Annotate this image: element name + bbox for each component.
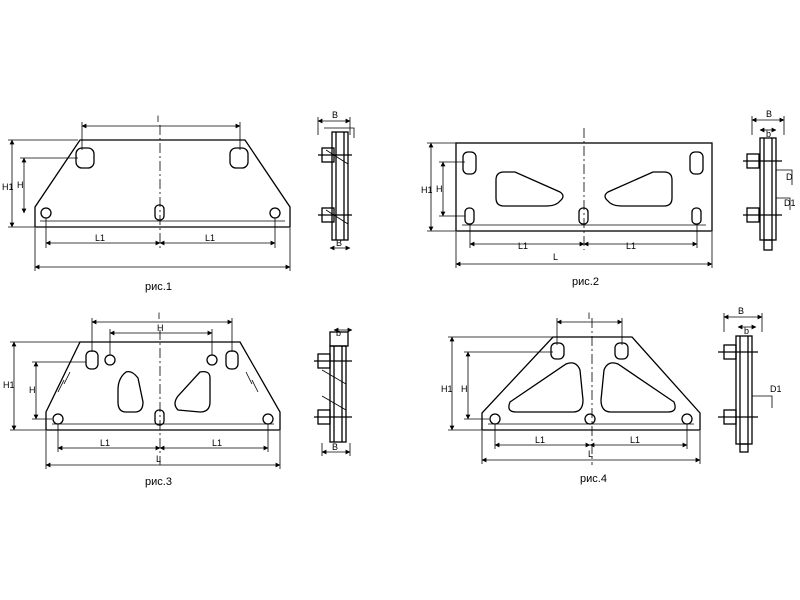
figure-1-caption: рис.1	[145, 281, 172, 293]
figure-2-caption: рис.2	[572, 276, 599, 288]
figure-4-dim-h: H	[461, 384, 468, 394]
figure-4-dim-l-total: L	[588, 449, 593, 459]
figure-2-dim-l1-right: L1	[626, 241, 636, 251]
figure-3: l H H H1 L1 L1 L	[3, 311, 353, 488]
figure-1-dim-h1: H1	[2, 182, 14, 192]
figure-1-dim-l1-right: L1	[205, 233, 215, 243]
figure-4-front-view: l H H1 L1 L1 L рис.4	[441, 311, 701, 485]
figure-2-side-dim-d1: D1	[784, 198, 796, 208]
figure-2-side-dim-small-b: b	[766, 129, 771, 139]
figure-3-dim-l: l	[158, 311, 160, 321]
figure-2-dim-l1-left: L1	[518, 241, 528, 251]
figure-1-front-view: l H H1 L1 L1 рис.1	[2, 114, 291, 293]
figure-4-dim-l1-right: L1	[630, 435, 640, 445]
figure-2-dim-l-total: L	[553, 252, 558, 262]
figure-2-side-view: B b D D1	[743, 109, 796, 251]
figure-1-side-view: B B	[317, 110, 355, 251]
figure-2-side-dim-d: D	[786, 172, 793, 182]
figure-1-side-dim-b-lower: B	[336, 238, 342, 248]
figure-3-caption: рис.3	[145, 476, 172, 488]
figure-1-dim-l1-left: L1	[95, 233, 105, 243]
figure-4-dim-l: l	[588, 311, 590, 321]
figure-3-front-view: l H H H1 L1 L1 L	[3, 311, 281, 488]
figure-4-side-dim-d1: D1	[770, 384, 782, 394]
figure-3-side-dim-b-top: b	[336, 328, 341, 338]
figure-3-side-view: b B	[314, 327, 353, 456]
figure-4: l H H1 L1 L1 L рис.4 B	[441, 306, 782, 485]
figure-2-front-view: H H1 L1 L1 L рис.2	[421, 128, 713, 288]
figure-3-side-dim-b: B	[332, 442, 338, 452]
figure-2-dim-h1: H1	[421, 185, 433, 195]
figure-3-dim-h1: H1	[3, 380, 15, 390]
figure-1-dim-h: H	[17, 180, 24, 190]
figure-3-dim-h-top: H	[157, 323, 164, 333]
figure-2-side-dim-b: B	[766, 109, 772, 119]
figure-1-side-dim-b: B	[332, 110, 338, 120]
figure-4-side-dim-b: B	[738, 306, 744, 316]
figure-2: H H1 L1 L1 L рис.2 B b	[421, 109, 796, 288]
figure-2-dim-h: H	[436, 184, 443, 194]
figure-3-dim-l1-right: L1	[212, 438, 222, 448]
figure-4-caption: рис.4	[580, 473, 607, 485]
figure-1: l H H1 L1 L1 рис.1 B	[2, 110, 355, 293]
figure-1-dim-l: l	[157, 114, 159, 124]
figure-3-dim-h: H	[29, 385, 36, 395]
figure-3-dim-l1-left: L1	[100, 438, 110, 448]
figure-4-dim-l1-left: L1	[535, 435, 545, 445]
figure-3-dim-l-total: L	[156, 454, 161, 464]
figure-4-side-view: B b D1	[718, 306, 782, 453]
figure-4-dim-h1: H1	[441, 384, 453, 394]
figure-4-side-dim-small-b: b	[744, 326, 749, 336]
